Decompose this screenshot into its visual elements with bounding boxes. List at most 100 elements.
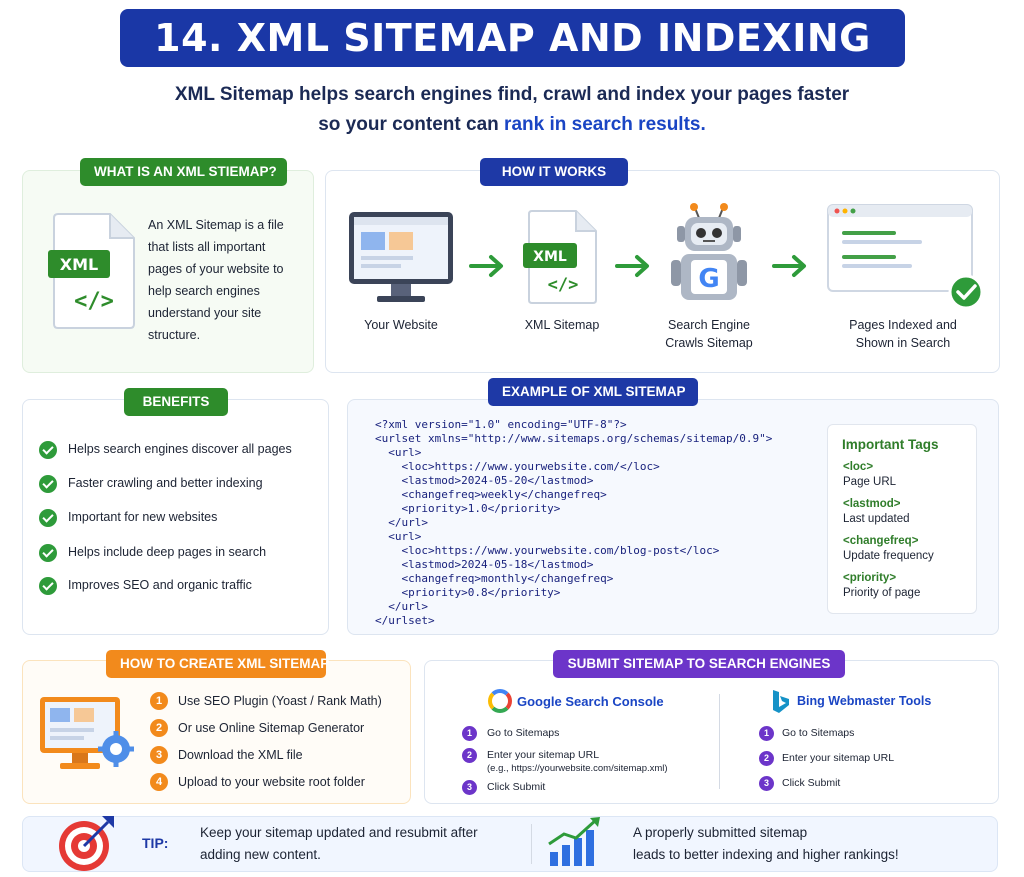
column-divider (719, 694, 720, 789)
bing-tools-title: Bing Webmaster Tools (797, 694, 932, 708)
check-icon (39, 509, 57, 527)
list-item: Important for new websites (68, 510, 218, 524)
tag-name: <changefreq> (843, 535, 919, 547)
what-is-line: understand your site (148, 306, 262, 320)
step-label: Crawls Sitemap (665, 336, 753, 350)
target-icon (59, 816, 114, 871)
list-item: Click Submit (487, 781, 546, 793)
tip-divider (531, 824, 532, 864)
xml-file-icon: XML </> (48, 213, 135, 329)
what-is-line: An XML Sitemap is a file (148, 218, 284, 232)
tag-desc: Last updated (843, 513, 910, 525)
code-line: <changefreq>monthly</changefreq> (375, 572, 614, 585)
step-number: 2 (150, 719, 168, 737)
what-is-heading: WHAT IS AN XML STIEMAP? (80, 158, 287, 186)
xml-sitemap-label: XML (533, 249, 567, 265)
check-icon (39, 475, 57, 493)
benefits-panel (22, 399, 329, 635)
code-line: <changefreq>weekly</changefreq> (375, 488, 607, 501)
tag-name: <lastmod> (843, 498, 901, 510)
tip-panel (22, 816, 998, 872)
submit-heading: SUBMIT SITEMAP TO SEARCH ENGINES (553, 650, 845, 678)
how-to-create-heading: HOW TO CREATE XML SITEMAP (106, 650, 329, 678)
code-line: <url> (375, 446, 422, 459)
list-item-sub: (e.g., https://yourwebsite.com/sitemap.x… (487, 763, 668, 774)
subtitle-prefix: so your content can (318, 114, 505, 135)
step-label: Pages Indexed and (849, 318, 957, 332)
google-logo-icon (488, 689, 512, 713)
list-item: Go to Sitemaps (487, 727, 560, 739)
xml-sitemap-file-icon: XML </> (523, 210, 597, 304)
tip-label: TIP: (142, 835, 169, 851)
important-tags-heading: Important Tags (842, 437, 939, 452)
tip-right-text: A properly submitted sitemap (633, 825, 808, 840)
benefits-heading: BENEFITS (124, 388, 228, 416)
monitor-icon (349, 212, 453, 302)
subtitle-line-2: so your content can rank in search resul… (0, 114, 1024, 136)
robot-google-letter: G (698, 264, 719, 294)
list-item: Enter your sitemap URL (782, 752, 895, 764)
code-line: <urlset xmlns="http://www.sitemaps.org/s… (375, 432, 773, 445)
important-tags-box (827, 424, 977, 614)
indexed-page-icon (827, 204, 984, 309)
submit-panel (424, 660, 999, 804)
list-item: Download the XML file (178, 748, 303, 762)
list-item: Go to Sitemaps (782, 727, 855, 739)
subtitle-highlight: rank in search results. (504, 114, 706, 135)
list-item: Helps include deep pages in search (68, 545, 267, 559)
xml-sitemap-code: </> (548, 275, 579, 295)
code-line: <url> (375, 530, 422, 543)
list-item: Improves SEO and organic traffic (68, 578, 252, 592)
step-number: 3 (462, 780, 477, 795)
step-label: XML Sitemap (524, 318, 600, 332)
code-line: </urlset> (375, 614, 435, 627)
list-item: Or use Online Sitemap Generator (178, 721, 365, 735)
arrow-right-icon (772, 255, 806, 277)
xml-file-label: XML (60, 255, 98, 274)
what-is-line: that lists all important (148, 240, 266, 254)
step-number: 1 (150, 692, 168, 710)
step-number: 1 (759, 726, 774, 741)
step-number: 2 (462, 748, 477, 763)
check-icon (39, 544, 57, 562)
tip-text: Keep your sitemap updated and resubmit a… (200, 825, 478, 840)
tip-text: adding new content. (200, 847, 321, 862)
list-item: Upload to your website root folder (178, 775, 365, 789)
monitor-gear-icon (40, 697, 134, 769)
code-line: <lastmod>2024-05-18</lastmod> (375, 558, 594, 571)
step-number: 1 (462, 726, 477, 741)
list-item: Helps search engines discover all pages (68, 442, 292, 456)
subtitle-line-1: XML Sitemap helps search engines find, c… (174, 84, 850, 105)
list-item: Use SEO Plugin (Yoast / Rank Math) (178, 694, 382, 708)
code-line: <priority>1.0</priority> (375, 502, 561, 515)
check-icon (39, 577, 57, 595)
google-console-title: Google Search Console (517, 694, 664, 709)
code-line: <loc>https://www.yourwebsite.com/</loc> (375, 460, 660, 473)
check-icon (39, 441, 57, 459)
code-line: <priority>0.8</priority> (375, 586, 561, 599)
growth-chart-icon (548, 817, 600, 866)
step-number: 3 (150, 746, 168, 764)
robot-crawler-icon: G (671, 203, 747, 300)
code-line: </url> (375, 516, 428, 529)
step-number: 3 (759, 776, 774, 791)
tag-name: <priority> (843, 572, 897, 584)
step-number: 4 (150, 773, 168, 791)
code-line: <loc>https://www.yourwebsite.com/blog-po… (375, 544, 720, 557)
bing-logo-icon (773, 690, 789, 713)
tag-desc: Priority of page (843, 587, 921, 599)
step-label: Your Website (364, 318, 438, 332)
code-line: <?xml version="1.0" encoding="UTF-8"?> (375, 418, 627, 431)
what-is-line: structure. (148, 328, 201, 342)
list-item: Enter your sitemap URL (487, 749, 600, 761)
xml-file-code: </> (74, 289, 114, 314)
page-title: 14. XML SITEMAP AND INDEXING (120, 9, 905, 67)
what-is-line: pages of your website to (148, 262, 284, 276)
tag-name: <loc> (843, 461, 874, 473)
step-label: Search Engine (667, 318, 750, 332)
arrow-right-icon (469, 255, 503, 277)
what-is-line: help search engines (148, 284, 260, 298)
list-item: Faster crawling and better indexing (68, 476, 263, 490)
code-line: </url> (375, 600, 428, 613)
how-it-works-heading: HOW IT WORKS (480, 158, 628, 186)
